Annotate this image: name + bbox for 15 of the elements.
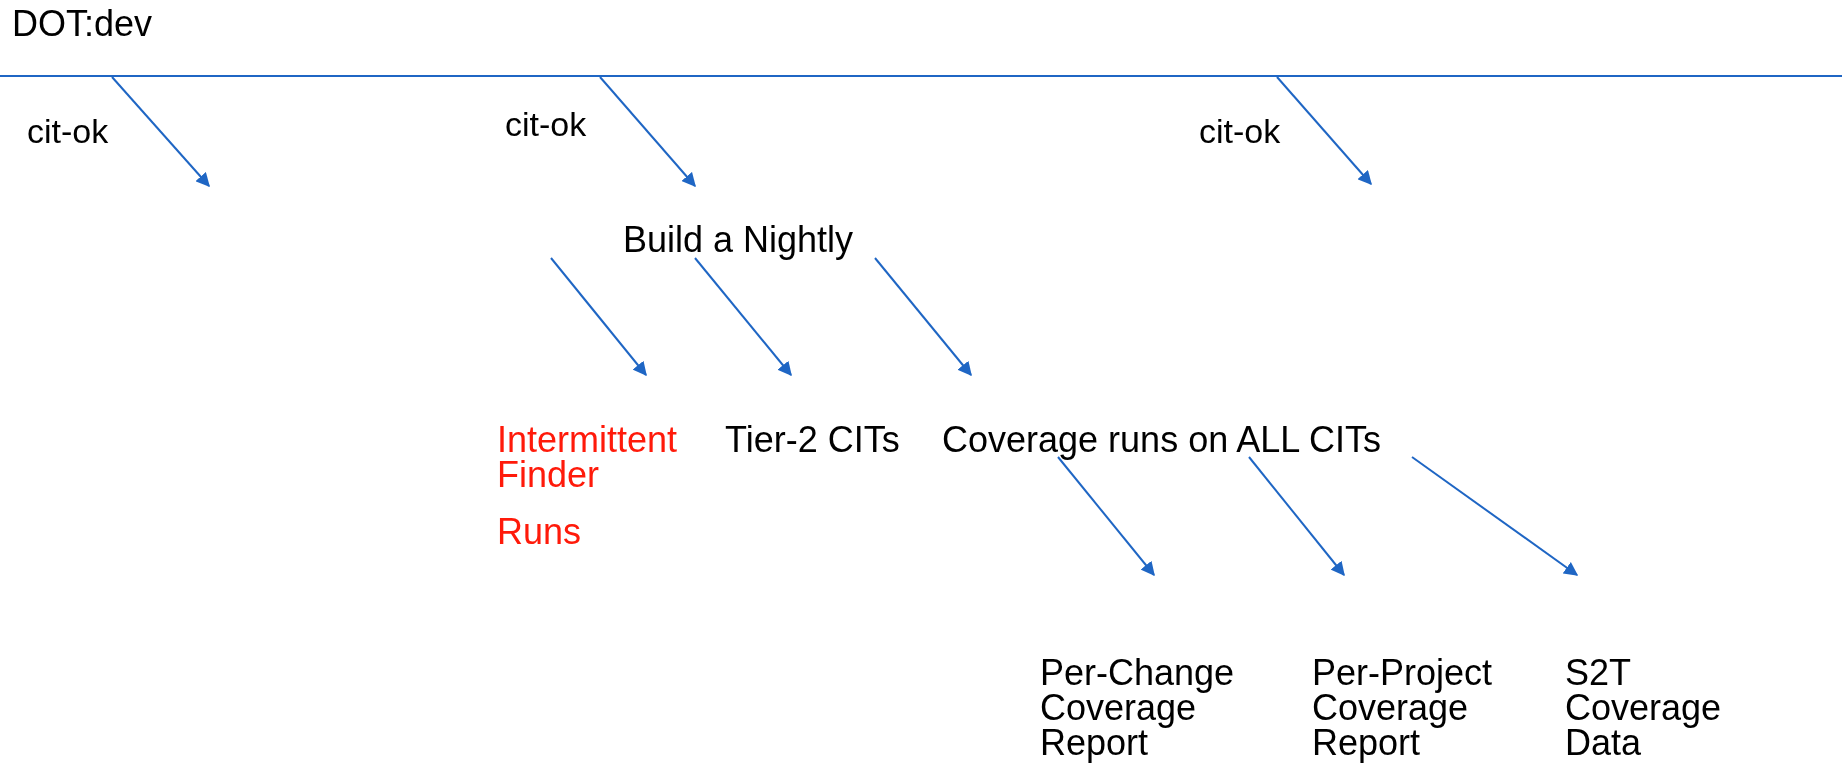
arrow — [111, 76, 210, 188]
node-label: S2T Coverage Data — [1565, 655, 1723, 760]
branch-line — [0, 6, 1842, 77]
node-label: DOT:dev — [12, 6, 153, 41]
arrow — [1057, 456, 1155, 577]
arrow — [694, 257, 792, 377]
arrow — [874, 257, 972, 377]
arrow — [599, 76, 696, 188]
arrow — [1411, 456, 1579, 576]
arrow — [1276, 76, 1372, 186]
arrow — [550, 257, 647, 377]
arrow — [1248, 456, 1345, 577]
node-label: Runs — [497, 514, 583, 549]
node-label: Intermittent Finder — [497, 422, 679, 492]
node-label: Tier-2 CITs — [725, 422, 901, 457]
